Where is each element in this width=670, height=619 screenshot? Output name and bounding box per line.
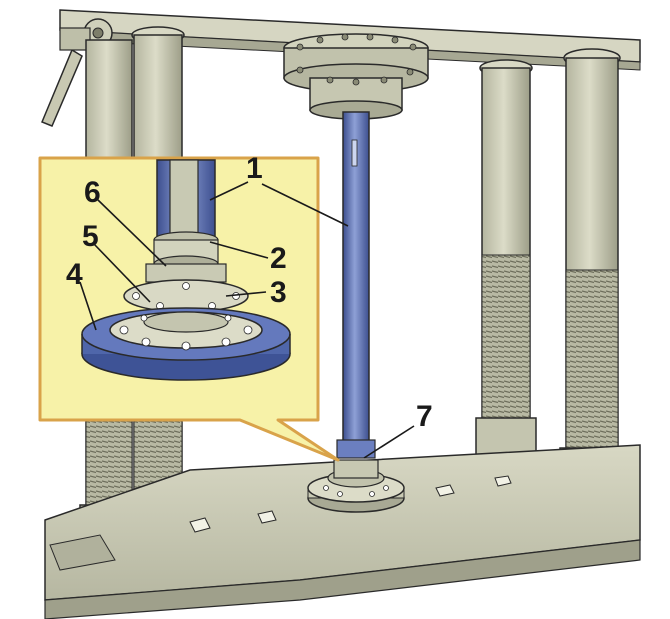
flange-on-table [307,459,405,513]
callout-1: 1 [246,152,263,185]
inset-shaft-closeup [145,159,227,283]
callout-7: 7 [416,400,433,433]
press-lever-handle [41,18,113,127]
press-column-right-front [559,48,625,499]
callout-labels: 1 2 3 4 5 6 7 [66,152,433,433]
callout-2: 2 [270,242,287,275]
leader-lines [79,181,415,459]
shaft-assembly [336,111,376,459]
press-work-table [44,444,641,619]
press-column-right-rear [475,59,537,464]
press-ram-head [283,33,429,120]
inset-flange-disc [81,307,291,381]
callout-5: 5 [82,220,99,253]
callout-4: 4 [66,258,83,291]
callout-6: 6 [84,176,101,209]
callout-3: 3 [270,276,287,309]
